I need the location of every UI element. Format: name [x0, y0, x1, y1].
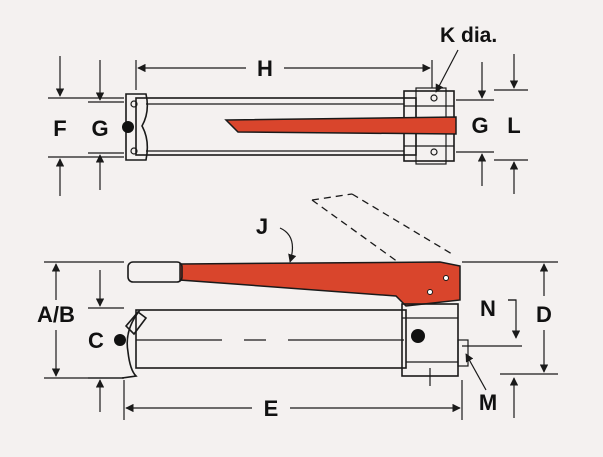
callout-j: J: [256, 214, 297, 263]
callout-m: M: [465, 353, 519, 418]
label-e: E: [264, 396, 279, 421]
side-view-base-bracket: [121, 309, 141, 379]
label-c: C: [88, 328, 104, 353]
handle-pin-2: [427, 289, 433, 295]
dimension-f: F: [48, 56, 124, 196]
top-view-bolt-upper: [130, 100, 138, 108]
dimension-g-left: G: [88, 60, 124, 190]
dimension-ab: A/B: [37, 261, 124, 379]
handle-raised-outline-1: [311, 199, 399, 263]
top-view-head-bolt-2: [430, 148, 438, 156]
side-view-outlet-fitting: [457, 339, 469, 367]
label-h: H: [257, 56, 273, 81]
handle-pin-1: [443, 275, 449, 281]
top-view: [122, 87, 457, 165]
label-l: L: [507, 113, 520, 138]
dimension-n: N: [462, 296, 522, 347]
top-view-pivot-dot: [122, 121, 134, 133]
side-view-port-dot: [411, 329, 425, 343]
dimension-g-right: G: [456, 62, 494, 186]
top-view-handle: [224, 116, 457, 135]
dimension-l: L: [494, 54, 528, 194]
label-k-dia: K dia.: [440, 24, 497, 47]
label-m: M: [479, 390, 497, 415]
side-view-release-lever: [124, 310, 148, 336]
label-g-left: G: [91, 116, 108, 141]
label-j: J: [256, 214, 268, 239]
top-view-head-bolt-1: [430, 94, 438, 102]
side-view-head: [401, 303, 459, 377]
top-view-bolt-lower: [130, 147, 138, 155]
side-view-body: [135, 309, 407, 369]
dimension-e: E: [123, 380, 463, 421]
handle-raised-outline-2: [351, 193, 453, 255]
side-view-handle: [179, 261, 461, 307]
label-g-right: G: [471, 113, 488, 138]
dimension-h: H: [135, 56, 433, 90]
side-view: [114, 193, 469, 386]
label-n: N: [480, 296, 496, 321]
label-ab: A/B: [37, 302, 75, 327]
label-f: F: [53, 116, 66, 141]
dimension-k: K dia.: [435, 24, 497, 93]
label-d: D: [536, 302, 552, 327]
top-view-left-end-cap: [125, 93, 149, 161]
side-view-handle-grip: [127, 261, 183, 283]
side-view-pivot-dot: [114, 334, 126, 346]
dimension-d: D: [462, 261, 558, 375]
dimension-c: C: [88, 270, 124, 412]
